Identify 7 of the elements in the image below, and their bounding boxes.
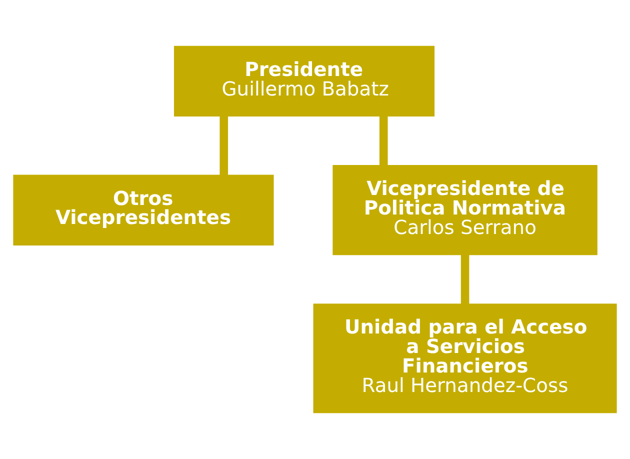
connector xyxy=(220,116,228,176)
connector xyxy=(379,116,388,166)
node-box: Unidad para el Acceso a Servicios Financieros Raul Hernandez-Coss xyxy=(313,304,617,414)
node-box: Vicepresidente de Politica Normativa Carlos Serrano xyxy=(332,165,598,256)
node-box: Otros Vicepresidentes xyxy=(13,174,274,246)
node-box: Presidente Guillermo Babatz xyxy=(174,46,435,117)
connector xyxy=(460,254,470,304)
